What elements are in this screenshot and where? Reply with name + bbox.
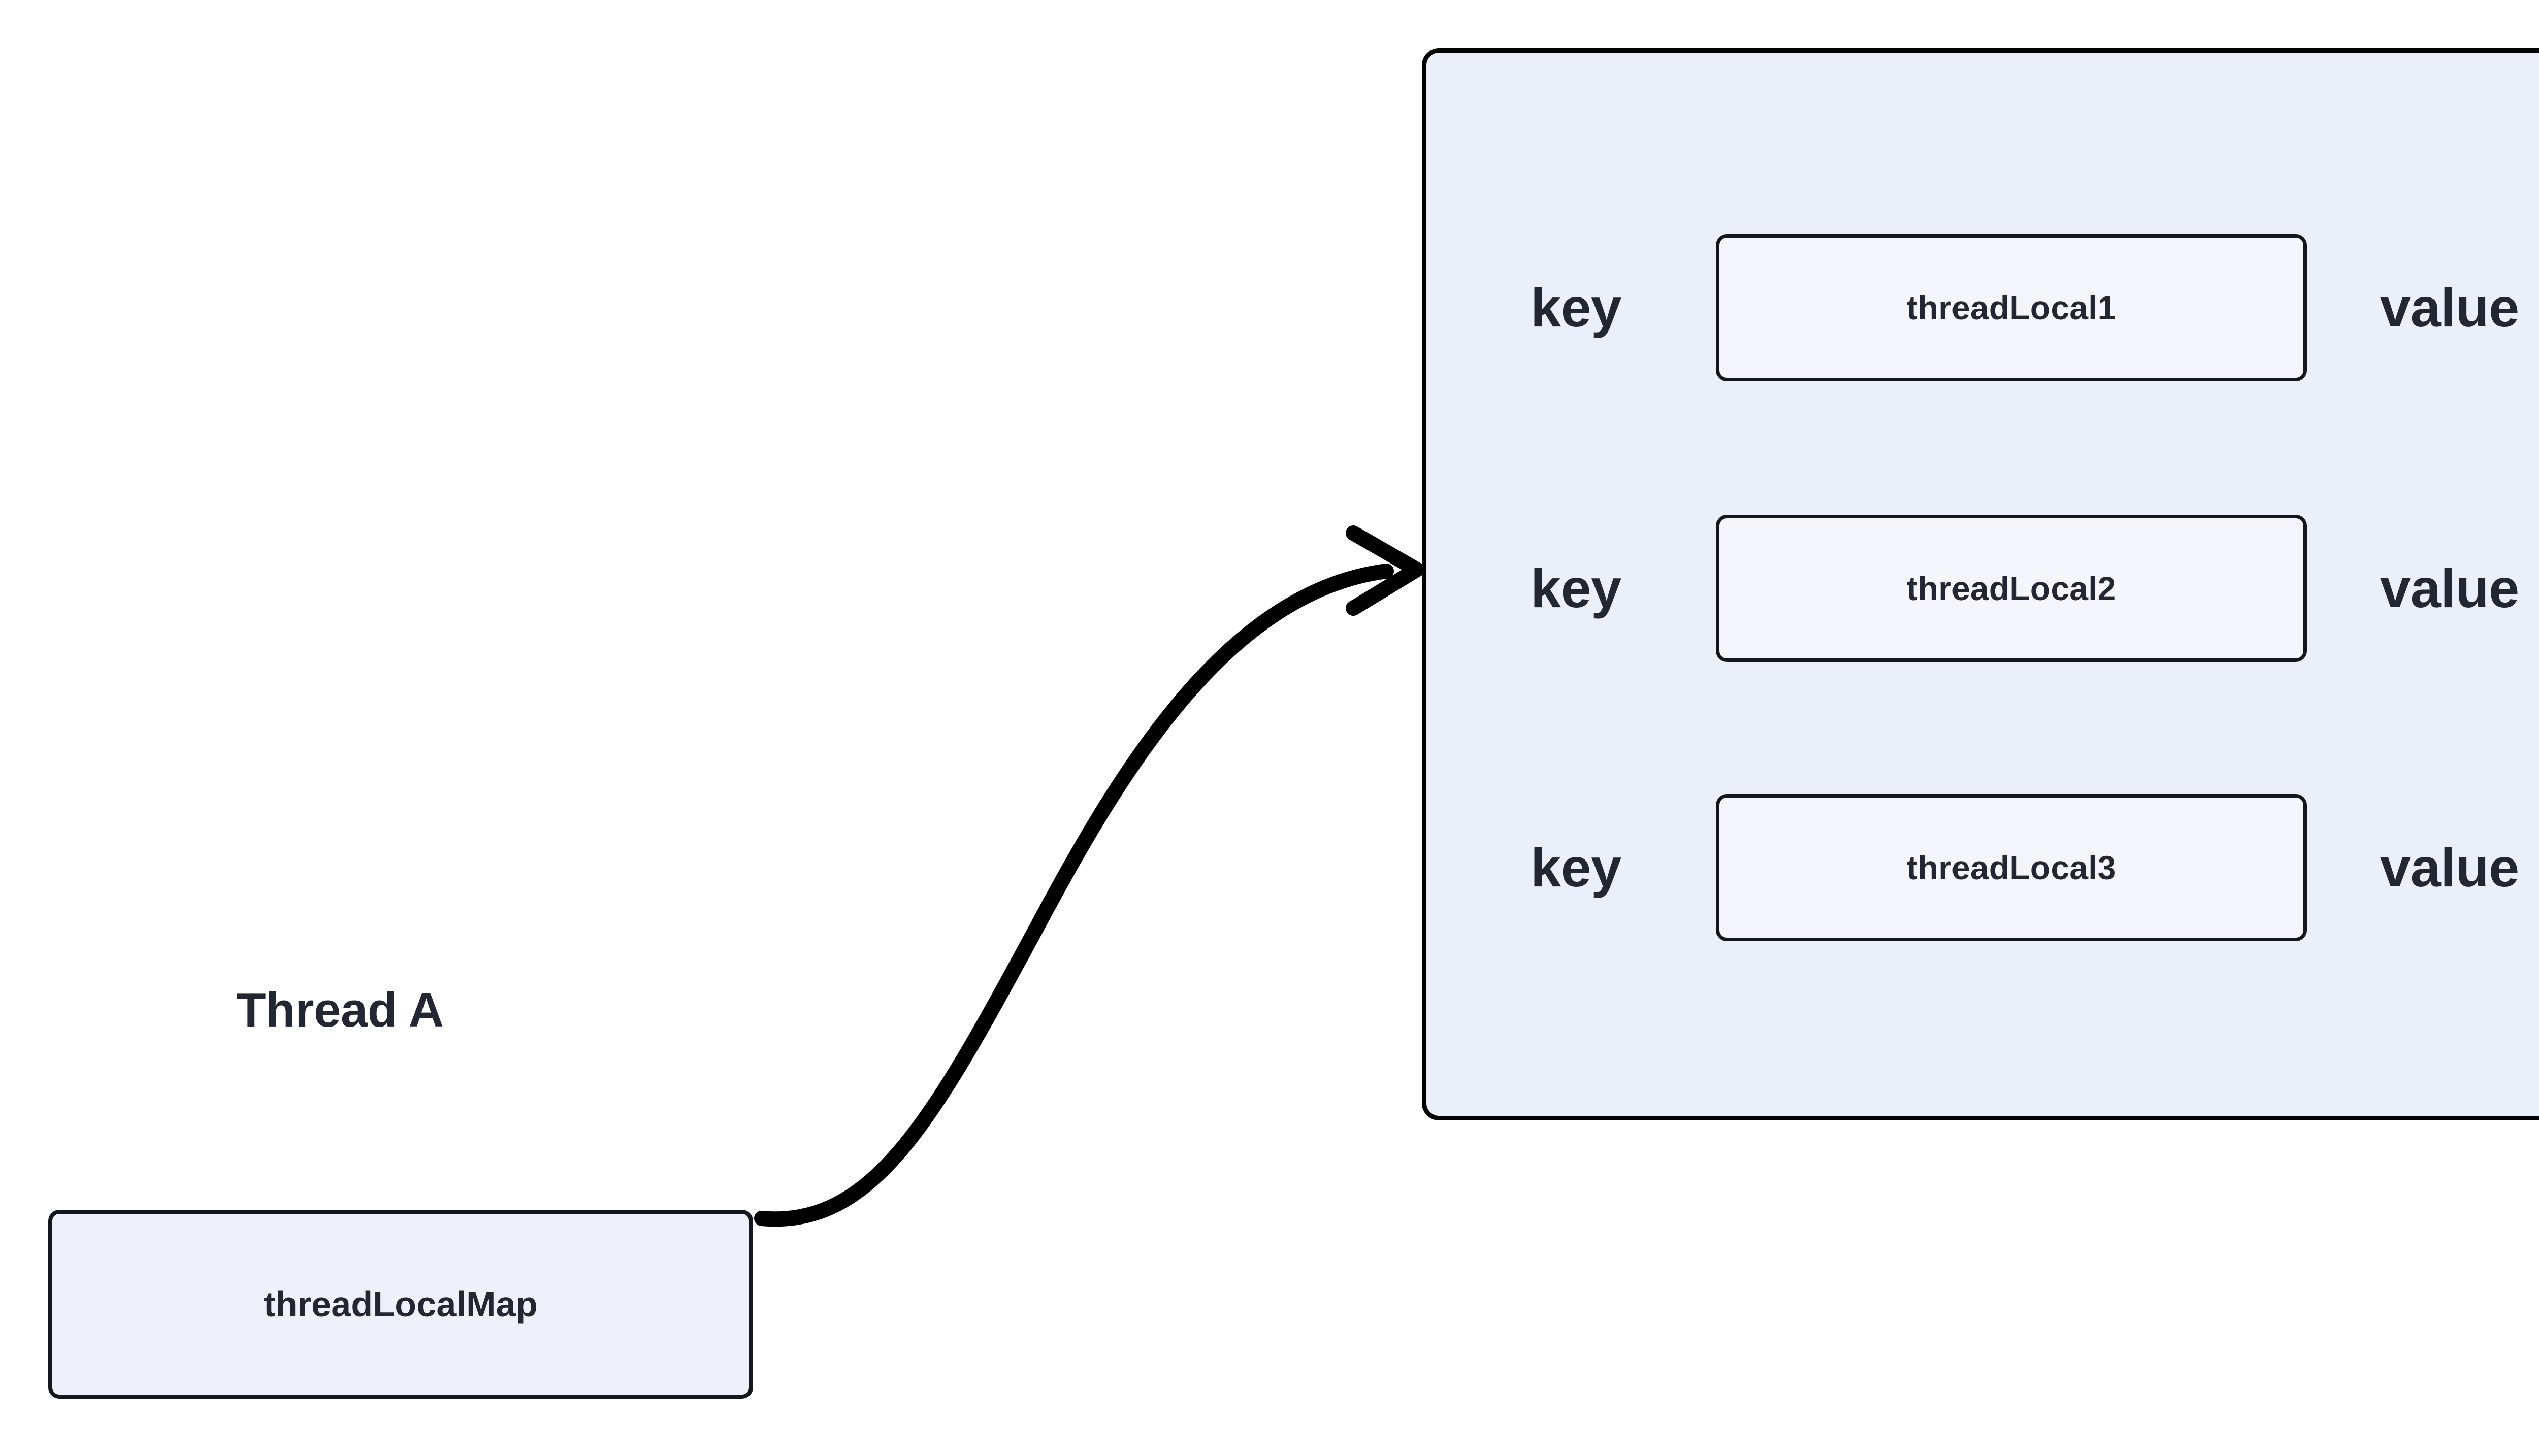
key-label: key	[1531, 277, 1621, 338]
key-box-text: threadLocal3	[1906, 849, 2117, 886]
key-box-text: threadLocal1	[1906, 289, 2117, 326]
entry-row: key threadLocal3 value value3	[1426, 794, 2539, 941]
threadlocalmap-node[interactable]: threadLocalMap	[48, 1210, 753, 1399]
threadlocalmap-node-label: threadLocalMap	[264, 1284, 538, 1324]
key-label: key	[1531, 837, 1621, 898]
entry-row: key threadLocal2 value value2	[1426, 515, 2539, 662]
key-box[interactable]: threadLocal2	[1716, 515, 2307, 662]
threadlocalmap-entries-container: key threadLocal1 value value1 key thread…	[1422, 48, 2539, 1120]
key-label: key	[1531, 557, 1621, 619]
value-label: value	[2380, 837, 2519, 898]
entry-row: key threadLocal1 value value1	[1426, 234, 2539, 381]
value-label: value	[2380, 277, 2519, 338]
value-label: value	[2380, 557, 2519, 619]
key-box-text: threadLocal2	[1906, 570, 2117, 607]
key-box[interactable]: threadLocal1	[1716, 234, 2307, 381]
key-box[interactable]: threadLocal3	[1716, 794, 2307, 941]
thread-title-label: Thread A	[236, 983, 444, 1037]
curved-arrow-right-icon	[754, 525, 1424, 1227]
